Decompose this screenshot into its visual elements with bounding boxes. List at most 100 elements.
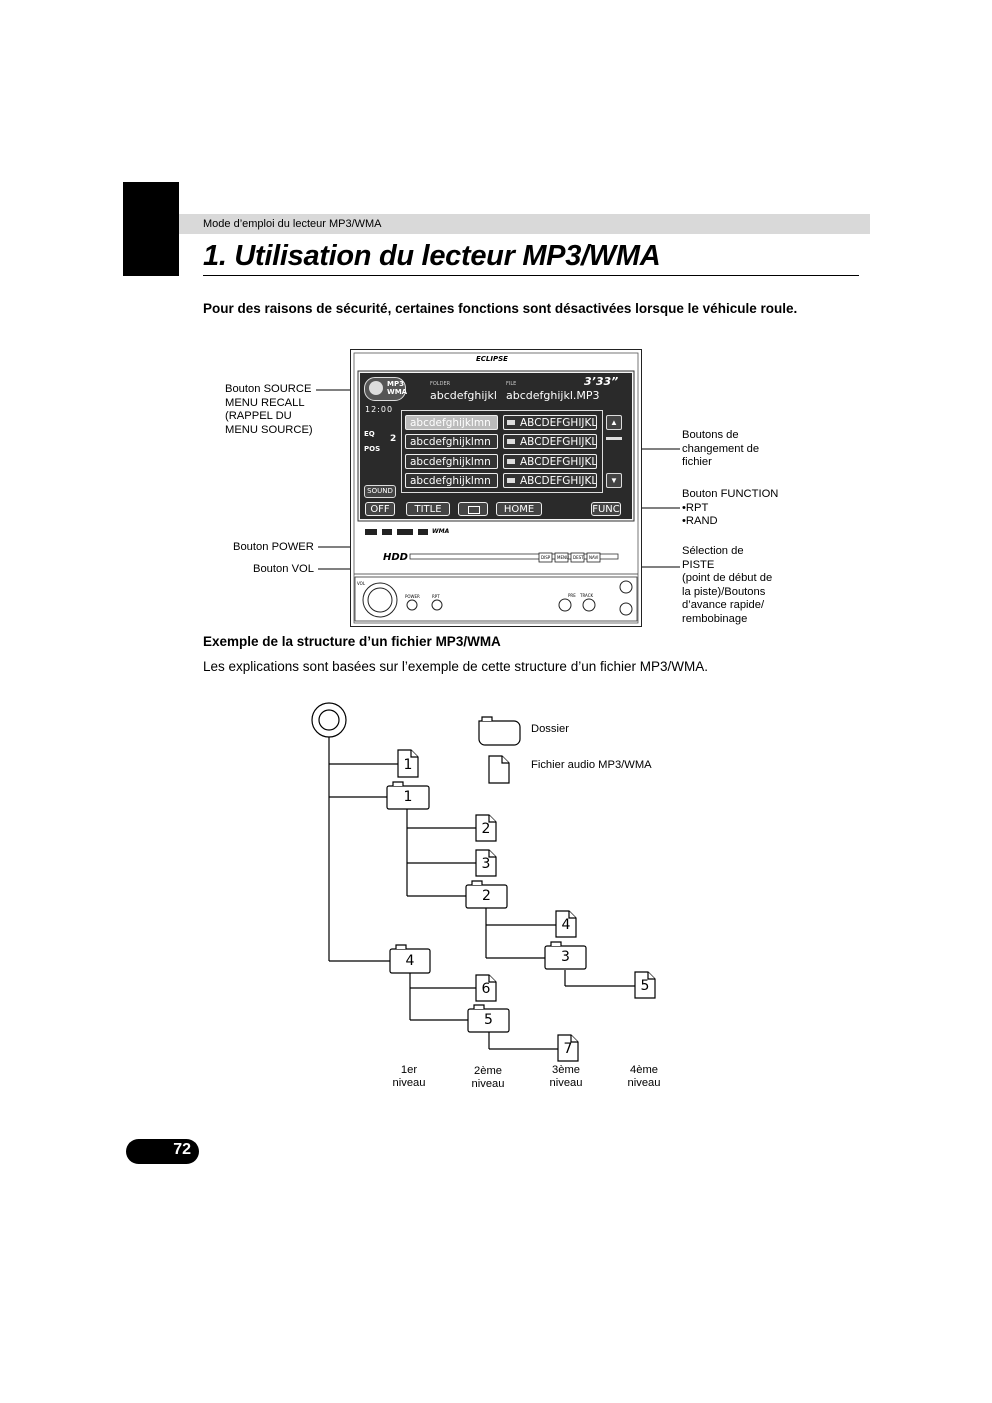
track-label: TRACK [580, 593, 594, 598]
callout-line: rembobinage [682, 612, 748, 625]
brand-logo: ECLIPSE [476, 355, 508, 363]
level-label-4: 4ème niveau [614, 1064, 674, 1090]
level-name: 4ème [630, 1064, 658, 1076]
level-name: 2ème [474, 1065, 502, 1077]
head-unit-illustration: ECLIPSE MP3 WMA FOLDER abcdefghijkl FILE… [350, 349, 642, 627]
structure-heading: Exemple de la structure d’un fichier MP3… [203, 634, 501, 649]
callout-track-selection: Sélection de PISTE (point de début de la… [682, 545, 772, 627]
folder-node: 3 [561, 949, 570, 965]
level-word: niveau [549, 1077, 583, 1089]
file-list-item[interactable]: ABCDEFGHIJKL [503, 473, 597, 488]
source-menu-recall-button[interactable]: MP3 WMA [364, 377, 407, 401]
source-badge-bottom: WMA [387, 388, 408, 396]
callout-line: MENU SOURCE) [225, 423, 313, 436]
level-word: niveau [627, 1077, 661, 1089]
chapter-tab [123, 182, 179, 276]
folder-node: 5 [484, 1012, 493, 1028]
folder-icon [507, 459, 515, 464]
folder-node: 2 [482, 888, 491, 904]
level-word: niveau [471, 1078, 505, 1090]
callout-line: la piste)/Boutons [682, 585, 766, 598]
sound-button[interactable]: SOUND [364, 485, 396, 498]
level-name: 1er [400, 1064, 418, 1076]
callout-line: PISTE [682, 558, 715, 571]
folder-node: 1 [403, 789, 413, 805]
callout-line: changement de [682, 442, 760, 455]
file-node: 2 [481, 821, 491, 837]
folder-list-item[interactable]: abcdefghijklmn [405, 473, 498, 488]
callout-line: (point de début de [682, 572, 773, 585]
scroll-up-button[interactable]: ▲ [606, 415, 622, 430]
wma-logo: WMA [432, 528, 450, 535]
file-list-frame [401, 410, 603, 493]
file-caption: FILE [506, 381, 517, 387]
power-label: POWER [405, 594, 420, 599]
pos-label: POS [364, 445, 381, 453]
callout-line: Sélection de [682, 545, 744, 557]
file-list-item[interactable]: ABCDEFGHIJKL [503, 415, 597, 430]
level-label-3: 3ème niveau [536, 1064, 596, 1090]
file-node: 4 [561, 917, 571, 933]
callout-line: Boutons de [682, 429, 739, 441]
func-button[interactable]: FUNC [591, 502, 621, 516]
title-button[interactable]: TITLE [406, 502, 450, 516]
navi-button[interactable]: NAVI [589, 555, 599, 560]
callout-line: fichier [682, 456, 712, 469]
disp-button[interactable]: DISP [541, 555, 551, 560]
folder-icon [507, 420, 515, 425]
folder-list-item[interactable]: abcdefghijklmn [405, 454, 498, 469]
dest-button[interactable]: DEST [573, 555, 584, 560]
vol-label: VOL [357, 581, 366, 586]
structure-description: Les explications sont basées sur l’exemp… [203, 659, 708, 674]
callout-file-change-buttons: Boutons de changement de fichier [682, 429, 759, 470]
folder-list-item[interactable]: abcdefghijklmn [405, 434, 498, 449]
folder-icon [468, 506, 480, 514]
home-button[interactable]: HOME [496, 502, 542, 516]
header-band [179, 214, 870, 234]
file-node: 3 [481, 856, 491, 872]
eq-number: 2 [390, 434, 397, 444]
callout-line: Bouton FUNCTION [682, 488, 779, 500]
source-badge-top: MP3 [387, 380, 404, 388]
file-list-item[interactable]: ABCDEFGHIJKL [503, 454, 597, 469]
folder-list-item[interactable]: abcdefghijklmn [405, 415, 498, 430]
callout-line: (RAPPEL DU [225, 410, 292, 423]
scroll-down-button[interactable]: ▼ [606, 473, 622, 488]
file-name: abcdefghijkl.MP3 [506, 389, 600, 402]
level-label-1: 1er niveau [379, 1064, 439, 1090]
rpt-label: RPT [432, 594, 440, 599]
file-node: 7 [563, 1041, 573, 1057]
callout-line: •RAND [682, 515, 718, 528]
scroll-position-bar [606, 437, 622, 440]
off-button[interactable]: OFF [365, 502, 395, 516]
level-word: niveau [392, 1077, 426, 1089]
source-badge: MP3 WMA [387, 380, 407, 396]
file-node: 5 [640, 978, 650, 994]
legend-file-label: Fichier audio MP3/WMA [531, 759, 652, 771]
page-number: 72 [173, 1141, 191, 1158]
folder-name: abcdefghijkl [430, 389, 497, 402]
page-number-badge [126, 1139, 199, 1164]
callout-power-button: Bouton POWER [233, 541, 314, 553]
folder-caption: FOLDER [430, 381, 451, 387]
file-list-item[interactable]: ABCDEFGHIJKL [503, 434, 597, 449]
callout-source-button: Bouton SOURCE MENU RECALL (RAPPEL DU MEN… [225, 383, 313, 437]
folder-node: 4 [405, 953, 415, 969]
page-title: 1. Utilisation du lecteur MP3/WMA [203, 240, 661, 272]
clock: 12:00 [365, 405, 394, 414]
folder-icon [507, 439, 515, 444]
safety-warning: Pour des raisons de sécurité, certaines … [203, 301, 798, 316]
file-node: 1 [403, 757, 413, 773]
callout-line: d’avance rapide/ [682, 599, 765, 612]
title-divider [203, 275, 859, 276]
disc-icon [369, 381, 383, 395]
callout-line: •RPT [682, 501, 709, 514]
level-name: 3ème [552, 1064, 580, 1076]
callout-line: MENU RECALL [225, 396, 305, 409]
eq-label: EQ [364, 430, 375, 438]
menu-button[interactable]: MENU [557, 555, 569, 560]
level-label-2: 2ème niveau [458, 1065, 518, 1091]
breadcrumb: Mode d’emploi du lecteur MP3/WMA [203, 218, 382, 230]
folder-mode-button[interactable] [458, 502, 488, 516]
